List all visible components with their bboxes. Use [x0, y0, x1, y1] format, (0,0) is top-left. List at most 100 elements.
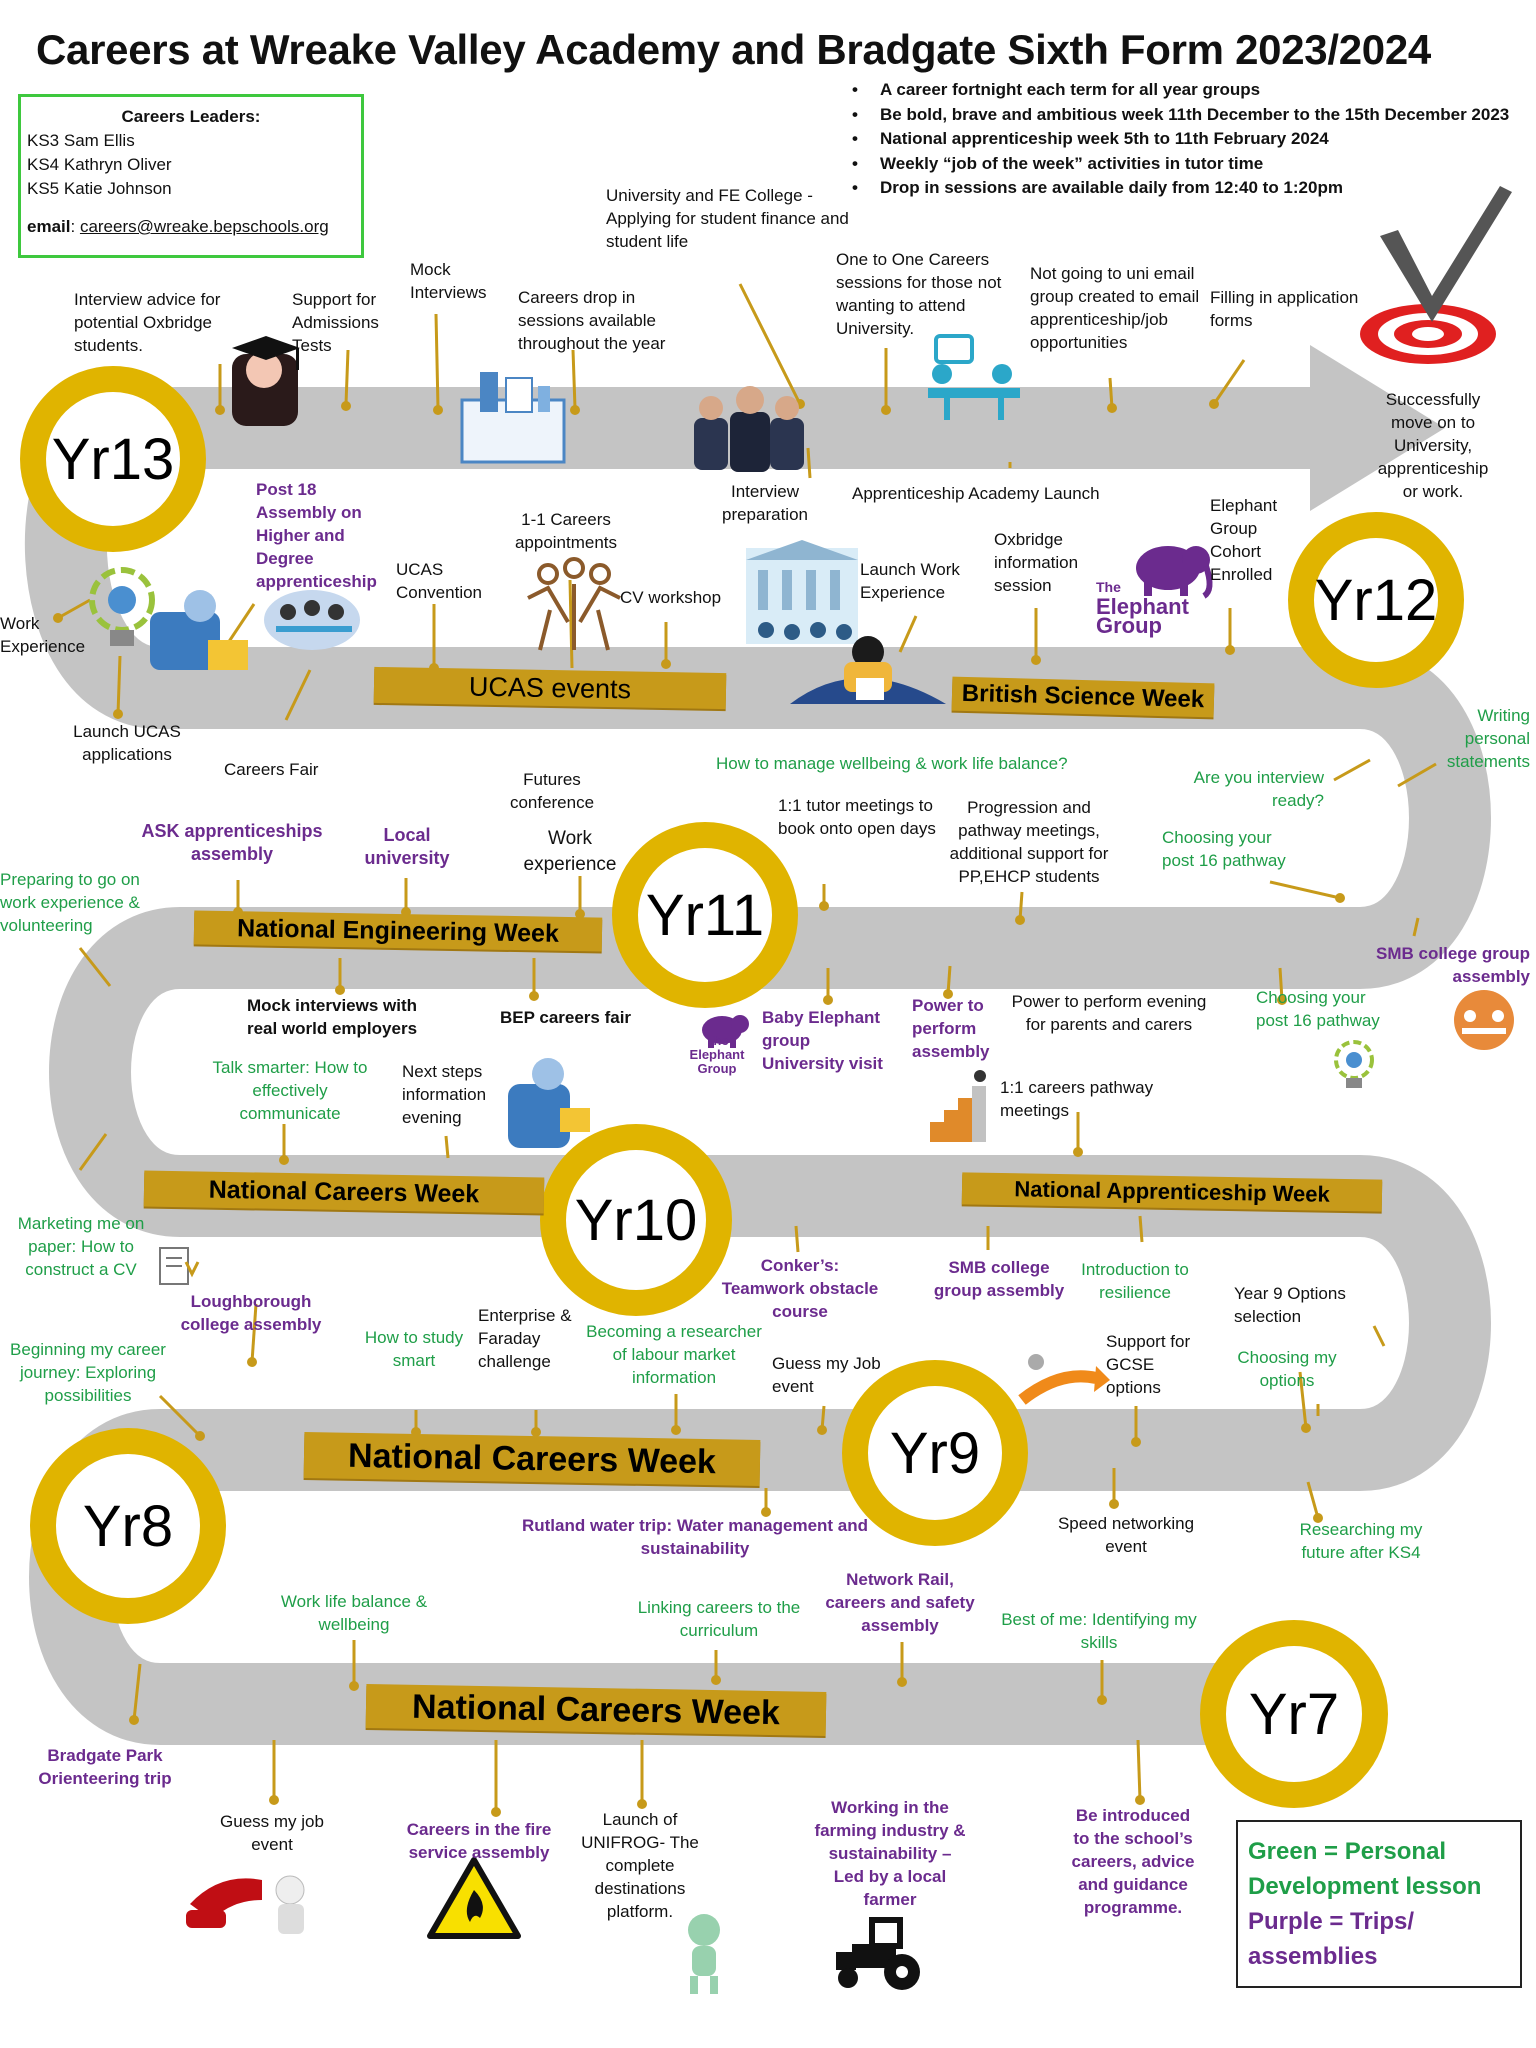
leader-ks3: KS3 Sam Ellis	[27, 131, 135, 150]
label-interview-preparation: Interview preparation	[721, 482, 808, 524]
label-tutor-meetings: 1:1 tutor meetings to book onto open day…	[778, 796, 936, 838]
label-loughborough-assembly: Loughborough college assembly	[180, 1292, 322, 1334]
label-work-life-balance: Work life balance & wellbeing	[280, 1592, 428, 1634]
label-intro-resilience: Introduction to resilience	[1081, 1260, 1189, 1302]
label-filling-forms: Filling in application forms	[1210, 288, 1359, 330]
year-ring-yr10: Yr10	[540, 1124, 732, 1316]
label-post18-assembly: Post 18 Assembly on Higher and Degree ap…	[256, 480, 377, 591]
label-work-experience-yr11: Work experience	[523, 828, 617, 875]
label-admissions-tests: Support for Admissions Tests	[292, 290, 379, 355]
email-line: email: careers@wreake.bepschools.org	[27, 217, 329, 236]
label-work-experience: Work Experience	[0, 614, 86, 656]
year-ring-yr7: Yr7	[1200, 1620, 1388, 1808]
target-check-icon	[1360, 186, 1512, 364]
label-guess-my-job-yr9: Guess my Job event	[772, 1354, 881, 1396]
label-ucas-convention: UCAS Convention	[396, 560, 483, 602]
label-network-rail-assembly: Network Rail, careers and safety assembl…	[825, 1570, 975, 1635]
label-power-assembly: Power to perform assembly	[912, 996, 990, 1061]
label-best-of-me: Best of me: Identifying my skills	[1001, 1610, 1197, 1652]
group-people-icon	[527, 557, 621, 651]
label-conkers-obstacle: Conker’s: Teamwork obstacle course	[721, 1256, 879, 1321]
label-careers-drop-in: Careers drop in sessions available throu…	[518, 288, 666, 353]
toolbox-icon	[460, 372, 566, 464]
colour-key-box: Green = Personal Development lesson Purp…	[1236, 1820, 1522, 1988]
road-curve-10-9	[1356, 1155, 1491, 1491]
email-link[interactable]: careers@wreake.bepschools.org	[79, 217, 329, 236]
baby-elephant-logo-icon	[702, 1015, 749, 1048]
label-researching-future: Researching my future after KS4	[1299, 1520, 1423, 1562]
label-choosing-post16-yr11: Choosing your post 16 pathway	[1256, 988, 1380, 1030]
road-arrow-head	[1310, 345, 1445, 511]
leader-ks5: KS5 Katie Johnson	[27, 179, 172, 198]
label-talk-smarter: Talk smarter: How to effectively communi…	[212, 1058, 368, 1123]
banner-national-careers-week-yr10: National Careers Week	[143, 1170, 545, 1214]
graduate-icon	[232, 336, 300, 426]
university-building-icon	[746, 540, 858, 644]
career-steps-icon	[930, 1070, 986, 1142]
label-careers-fair: Careers Fair	[224, 760, 319, 779]
label-careers-appointments: 1-1 Careers appointments	[514, 510, 618, 552]
label-linking-careers: Linking careers to the curriculum	[637, 1598, 801, 1640]
label-farming-industry: Working in the farming industry & sustai…	[814, 1798, 966, 1909]
label-one-to-one: One to One Careers sessions for those no…	[836, 250, 1002, 338]
elephant-logo-icon	[1136, 546, 1213, 599]
label-wellbeing: How to manage wellbeing & work life bala…	[716, 754, 1068, 773]
label-futures-conference: Futures conference	[509, 770, 595, 812]
bullet-item: A career fortnight each term for all yea…	[850, 78, 1536, 103]
label-not-going-to-uni: Not going to uni email group created to …	[1030, 264, 1200, 352]
label-smb-assembly-yr10: SMB college group assembly	[933, 1258, 1065, 1300]
label-choosing-post16-yr12: Choosing your post 16 pathway	[1162, 828, 1286, 870]
page-title: Careers at Wreake Valley Academy and Bra…	[36, 26, 1431, 73]
classroom-icon	[264, 590, 360, 650]
key-dates-list: A career fortnight each term for all yea…	[850, 78, 1536, 201]
baby-elephant-logo-text: The Elephant Group	[682, 1034, 752, 1076]
label-speed-networking: Speed networking event	[1057, 1514, 1195, 1556]
year-ring-yr8: Yr8	[30, 1428, 226, 1624]
banner-ucas-events: UCAS events	[373, 666, 727, 710]
label-local-university: Local university	[364, 825, 450, 868]
label-fire-service-assembly: Careers in the fire service assembly	[406, 1820, 552, 1862]
elephant-logo-the: The	[1096, 579, 1121, 595]
growth-arrow-icon	[1018, 1354, 1110, 1405]
label-unifrog-launch: Launch of UNIFROG- The complete destinat…	[581, 1810, 699, 1921]
careers-leaders-box: Careers Leaders: KS3 Sam Ellis KS4 Kathr…	[18, 94, 364, 258]
label-labour-market-researcher: Becoming a researcher of labour market i…	[586, 1322, 762, 1387]
unifrog-icon	[688, 1914, 720, 1994]
label-interview-ready: Are you interview ready?	[1193, 768, 1324, 810]
bullet-item: National apprenticeship week 5th to 11th…	[850, 127, 1536, 152]
banner-british-science-week: British Science Week	[951, 676, 1215, 718]
road-curve-12-11	[1356, 647, 1491, 989]
label-preparing-work-experience: Preparing to go on work experience & vol…	[0, 870, 140, 935]
label-mock-interviews-employers: Mock interviews with real world employer…	[246, 996, 418, 1038]
label-progression-meetings: Progression and pathway meetings, additi…	[949, 798, 1109, 886]
business-people-icon	[694, 386, 804, 472]
baby-logo-the: The	[705, 1033, 729, 1048]
key-purple: Purple = Trips/ assemblies	[1248, 1908, 1415, 1970]
label-guess-my-job-yr7: Guess my job event	[220, 1812, 324, 1854]
group-assembly-icon	[1454, 990, 1514, 1050]
label-launch-ucas: Launch UCAS applications	[73, 722, 181, 764]
label-baby-elephant-visit: Baby Elephant group University visit	[762, 1008, 883, 1073]
lightbulb-2-icon	[1334, 1040, 1374, 1088]
meeting-icon	[928, 334, 1020, 420]
label-university-fe: University and FE College - Applying for…	[606, 186, 849, 251]
tractor-icon	[836, 1917, 920, 1990]
road-curve-11-10	[49, 907, 184, 1237]
bullet-item: Drop in sessions are available daily fro…	[850, 176, 1536, 201]
fire-hazard-icon	[427, 1857, 521, 1939]
year-ring-yr11: Yr11	[612, 822, 798, 1008]
label-bradgate-orienteering: Bradgate Park Orienteering trip	[38, 1746, 172, 1788]
label-elephant-cohort: Elephant Group Cohort Enrolled	[1210, 496, 1278, 584]
lightbulb-icon	[89, 567, 155, 646]
label-next-steps-evening: Next steps information evening	[402, 1062, 487, 1127]
bullet-item: Be bold, brave and ambitious week 11th D…	[850, 103, 1536, 128]
label-enterprise-faraday: Enterprise & Faraday challenge	[478, 1306, 572, 1371]
label-choosing-options: Choosing my options	[1237, 1348, 1337, 1390]
label-bep-careers-fair: BEP careers fair	[500, 1008, 632, 1027]
email-label: email	[27, 217, 71, 236]
label-launch-work-experience: Launch Work Experience	[860, 560, 960, 602]
label-oxbridge-info-session: Oxbridge information session	[994, 530, 1079, 595]
label-cv-workshop: CV workshop	[620, 588, 722, 607]
label-beginning-career-journey: Beginning my career journey: Exploring p…	[10, 1340, 166, 1405]
year-ring-yr12: Yr12	[1288, 512, 1464, 688]
